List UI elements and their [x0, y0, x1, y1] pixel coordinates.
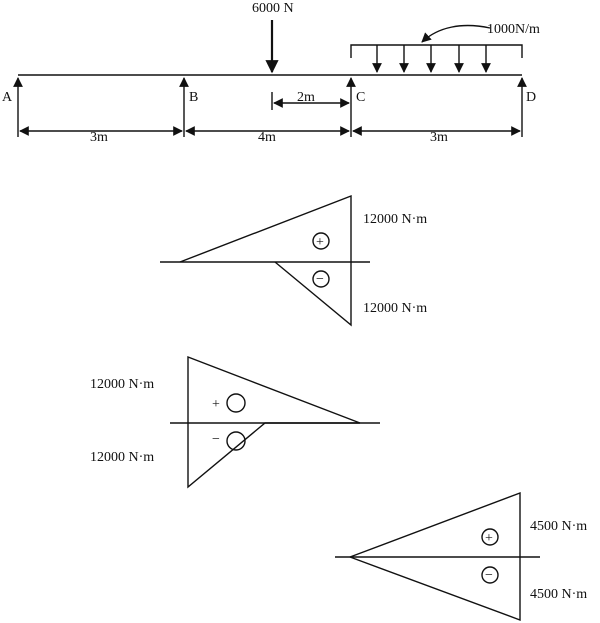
- diagram-3-plus-circle: [481, 528, 499, 546]
- support-label-a: A: [2, 90, 13, 105]
- diagram-3-plus-sign: +: [485, 531, 493, 546]
- distributed-load: 1000N/m: [350, 22, 540, 73]
- diagram-1-bottom-value: 12000 N·m: [363, 301, 427, 316]
- diagram-1-top-value: 12000 N·m: [363, 212, 427, 227]
- offset-dimension-label: 2m: [297, 90, 315, 105]
- distributed-load-label: 1000N/m: [487, 22, 540, 37]
- support-label-c: C: [356, 90, 365, 105]
- moment-diagram-3: + − 4500 N·m 4500 N·m: [335, 491, 587, 622]
- diagram-2-plus-circle: [226, 393, 246, 413]
- diagram-2-top-value: 12000 N·m: [90, 377, 154, 392]
- point-load-label: 6000 N: [252, 1, 294, 16]
- moment-diagram-1: + − 12000 N·m 12000 N·m: [160, 194, 427, 327]
- span-label-bc: 4m: [258, 130, 276, 145]
- span-label-cd: 3m: [430, 130, 448, 145]
- diagram-2-plus-sign: +: [212, 397, 220, 412]
- diagram-3-outline: [349, 491, 521, 622]
- diagram-3-top-value: 4500 N·m: [530, 519, 587, 534]
- span-label-ab: 3m: [90, 130, 108, 145]
- moment-diagram-2: + − 12000 N·m 12000 N·m: [90, 355, 380, 489]
- diagram-2-outline: [187, 355, 361, 489]
- beam-group: A B C D 6000 N 1000N/m 2m 3m 4m 3m: [2, 1, 540, 145]
- support-label-d: D: [526, 90, 536, 105]
- diagram-2-minus-sign: −: [212, 432, 220, 447]
- diagram-1-positive-region: [179, 194, 352, 327]
- support-label-b: B: [189, 90, 198, 105]
- udl-leader: [421, 24, 491, 43]
- diagram-1-minus-sign: −: [316, 272, 324, 287]
- distributed-load-bracket: [350, 44, 523, 58]
- diagram-3-minus-sign: −: [485, 568, 493, 583]
- diagram-2-bottom-value: 12000 N·m: [90, 450, 154, 465]
- diagram-3-minus-circle: [481, 566, 499, 584]
- diagram-1-plus-sign: +: [316, 235, 324, 250]
- diagram-3-bottom-value: 4500 N·m: [530, 587, 587, 602]
- diagram-2-minus-circle: [226, 431, 246, 451]
- diagram-1-plus-circle: [312, 232, 330, 250]
- diagram-1-minus-circle: [312, 270, 330, 288]
